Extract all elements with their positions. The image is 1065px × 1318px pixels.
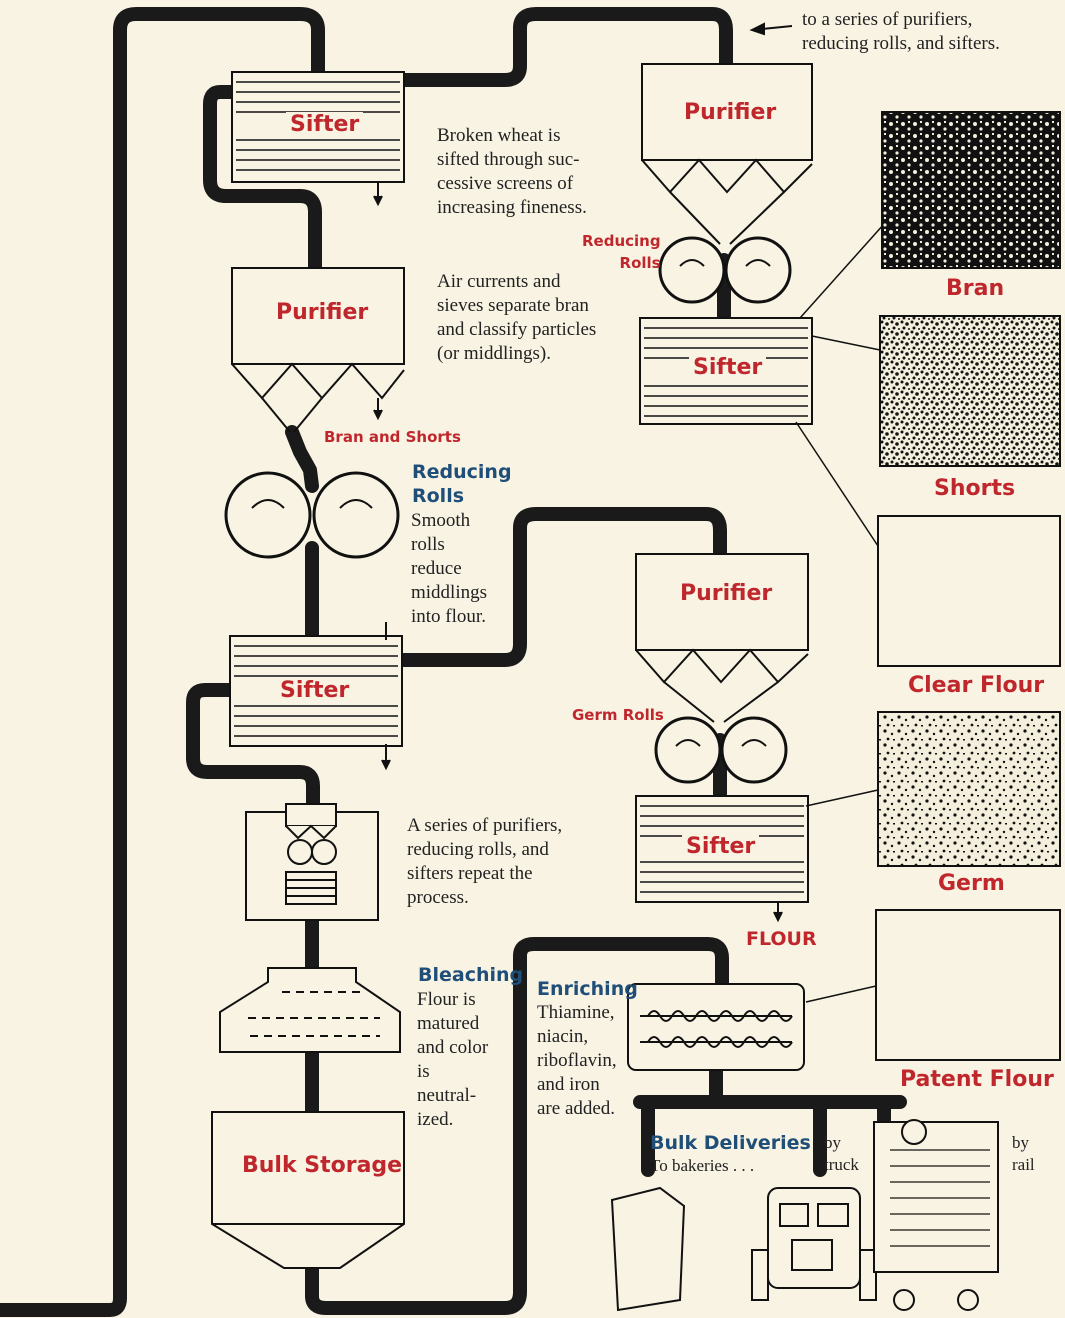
- reducing-rolls-title: Reducing Rolls: [412, 461, 512, 507]
- bran-label: Bran: [946, 276, 1005, 301]
- purifier-to-rolls-line: [285, 425, 319, 493]
- sifter2-loop-line: [186, 683, 320, 817]
- germ-sample: [877, 711, 1061, 867]
- purifier-1-shape: [231, 267, 405, 433]
- by-truck-label: by truck: [824, 1133, 859, 1174]
- bulk-deliveries-title: Bulk Deliveries: [650, 1132, 811, 1154]
- bulk-storage-shape: [211, 1111, 405, 1269]
- series-text: A series of purifiers, reducing rolls, a…: [407, 815, 563, 908]
- sifter-1-label: Sifter: [286, 112, 364, 137]
- reducing-rolls-shape: [224, 471, 400, 559]
- storage-to-enricher-line: [305, 937, 729, 1315]
- sifter-to-top-purifier-line: [397, 7, 733, 87]
- sifter-1-shape: [231, 71, 405, 207]
- header-note: to a series of purifiers, reducing rolls…: [802, 9, 1000, 54]
- reducing-rolls-text: Smooth rolls reduce middlings into flour…: [411, 510, 488, 627]
- purifier-top-shape: [641, 63, 813, 245]
- sifter-mid-label: Sifter: [682, 834, 760, 859]
- series-mini-shape: [245, 803, 379, 921]
- sifter-top-shape: [639, 317, 813, 425]
- bulk-storage-label: Bulk Storage: [242, 1153, 403, 1178]
- bag-shape: [610, 1186, 686, 1312]
- bulk-deliveries-text: To bakeries . . .: [650, 1156, 755, 1175]
- reducing-rolls-small-label: Reducing Rolls: [582, 232, 661, 272]
- purifier-mid-label: Purifier: [680, 581, 773, 606]
- sifter-1-text: Broken wheat is sifted through suc- cess…: [437, 125, 587, 218]
- bran-sample: [881, 111, 1061, 269]
- sifter-loop-line: [203, 85, 322, 275]
- shorts-sample: [879, 315, 1061, 467]
- enricher-shape: [627, 983, 805, 1071]
- shorts-label: Shorts: [934, 476, 1016, 501]
- truck-shape: [751, 1187, 877, 1301]
- purifier-1-text: Air currents and sieves separate bran an…: [437, 271, 597, 364]
- bleaching-title: Bleaching: [418, 964, 524, 986]
- outer-flow-line: [0, 7, 325, 1317]
- enriching-text: Thiamine, niacin, riboflavin, and iron a…: [537, 1002, 617, 1119]
- header-arrow-icon: [749, 22, 793, 36]
- enriching-title: Enriching: [537, 978, 638, 1000]
- patent-flour-sample: [875, 909, 1061, 1061]
- sifter-2-label: Sifter: [276, 678, 354, 703]
- enricher-to-delivery-line: [633, 1063, 907, 1177]
- reducing-rolls-top-shape: [658, 236, 792, 304]
- bleacher-shape: [219, 967, 401, 1053]
- sifter-top-label: Sifter: [689, 355, 767, 380]
- germ-rolls-shape: [654, 716, 788, 784]
- bleaching-text: Flour is matured and color is neutral- i…: [417, 989, 489, 1130]
- purifier-mid-shape: [635, 553, 809, 723]
- sifter2-to-mid-purifier-line: [397, 507, 727, 667]
- patent-flour-label: Patent Flour: [900, 1067, 1054, 1092]
- flour-label: FLOUR: [746, 928, 817, 950]
- bran-shorts-label: Bran and Shorts: [324, 428, 461, 446]
- clear-flour-label: Clear Flour: [908, 673, 1045, 698]
- clear-flour-sample: [877, 515, 1061, 667]
- germ-rolls-label: Germ Rolls: [572, 706, 664, 724]
- rail-car-shape: [873, 1119, 999, 1311]
- germ-label: Germ: [938, 871, 1005, 896]
- by-rail-label: by rail: [1012, 1133, 1035, 1174]
- purifier-1-label: Purifier: [276, 300, 369, 325]
- purifier-top-label: Purifier: [684, 100, 777, 125]
